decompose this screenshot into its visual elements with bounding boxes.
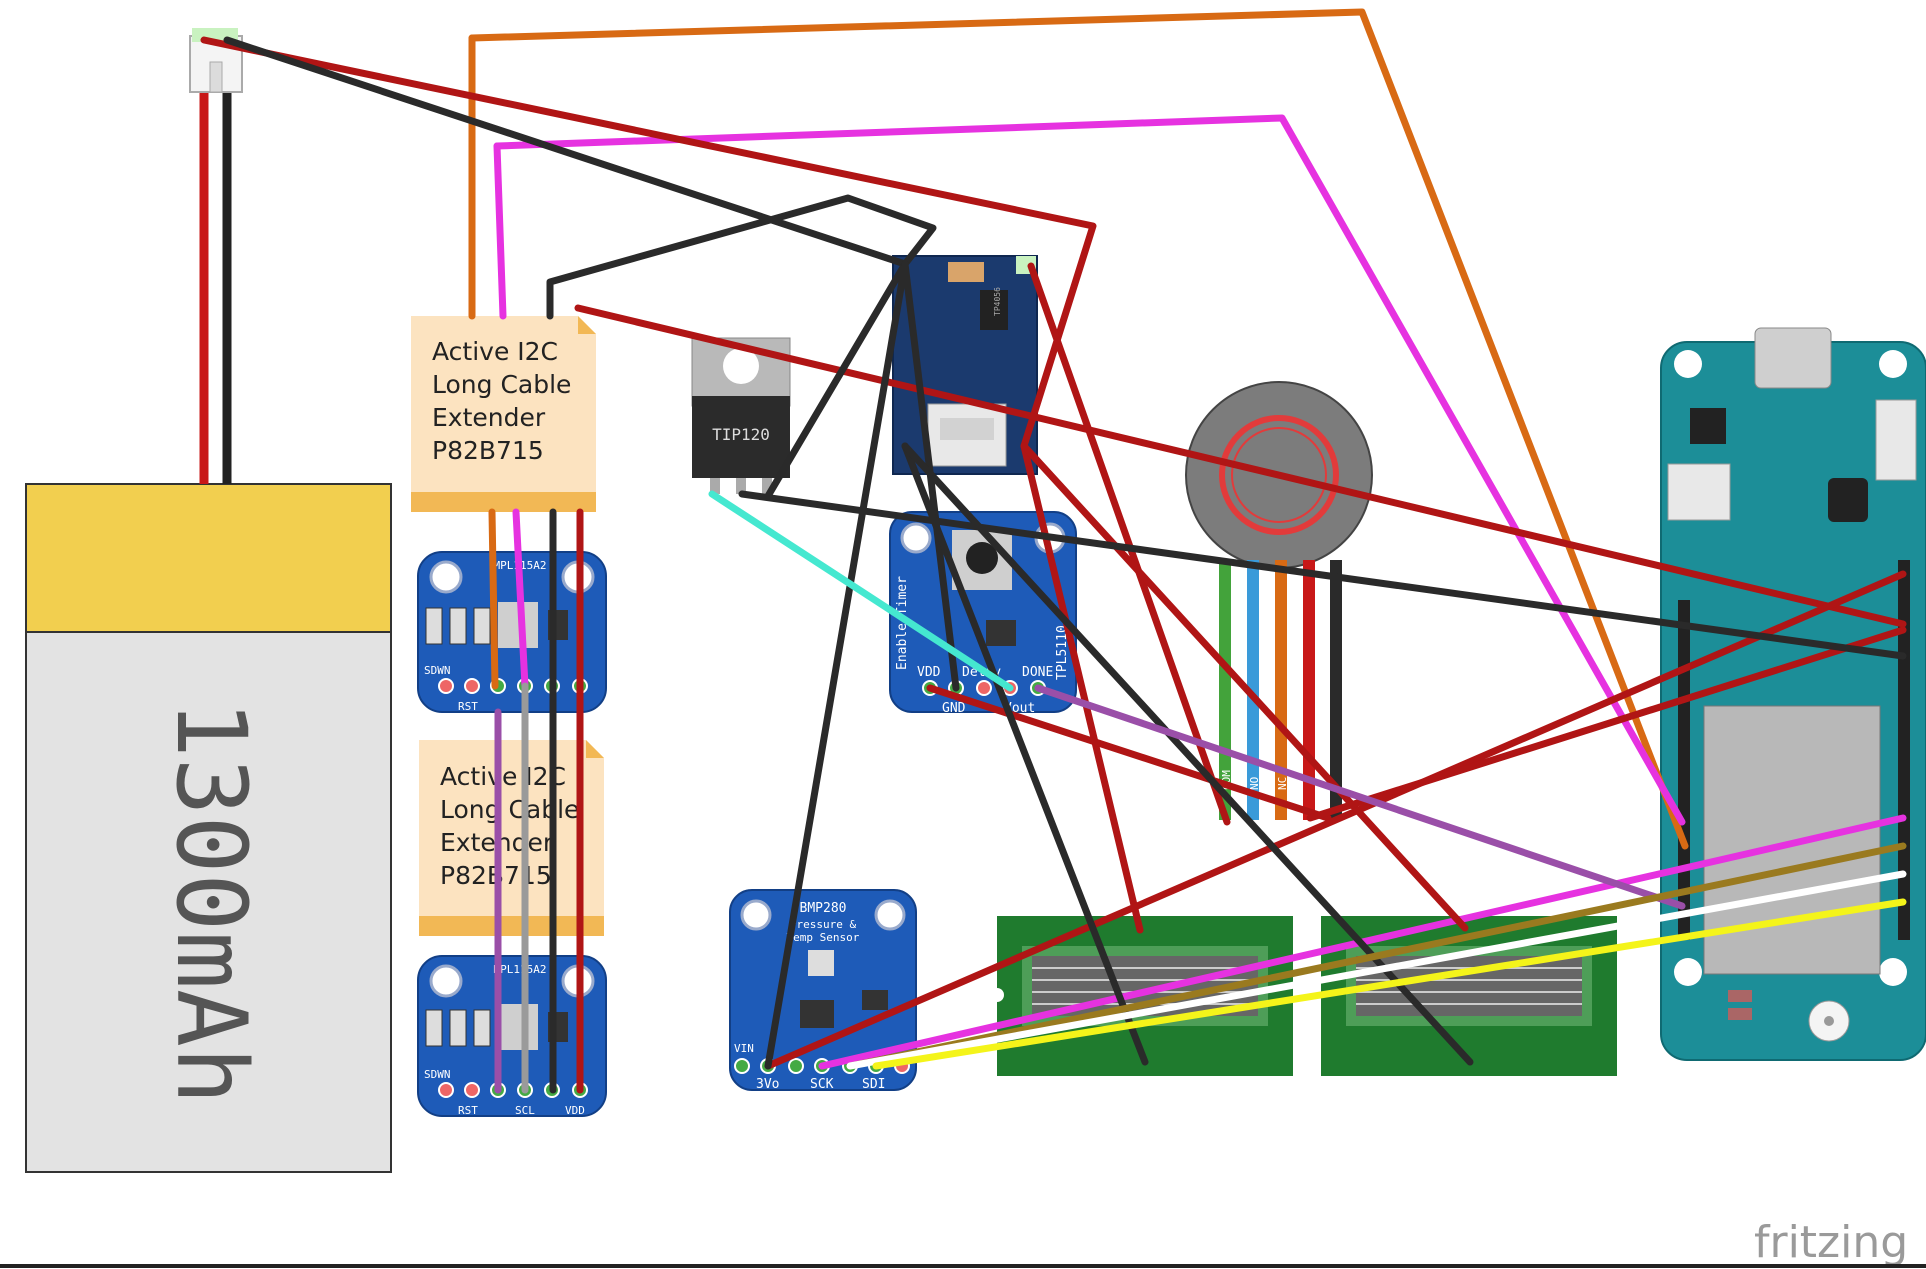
note1-line2: Long Cable [432,370,571,399]
bmp-subtitle-1: Pressure & [790,918,857,931]
mpl2-vdd-label: VDD [565,1104,585,1117]
mpl115a2-board-2[interactable]: MPL115A2 SDWN RST SCL VDD [417,955,607,1117]
jst-connector [189,28,243,93]
wires [200,8,1907,1094]
wire-orange[interactable] [468,8,1689,850]
tip120-transistor[interactable]: TIP120 [691,337,791,494]
timer-side-label: Enable Timer [895,576,910,670]
fritzing-watermark: fritzing [1754,1217,1908,1268]
bmp-3vo-label: 3Vo [756,1077,779,1092]
tip120-label: TIP120 [712,425,770,444]
bmp280-sensor[interactable]: BMP280 Pressure & Temp Sensor VIN 3Vo SC… [729,889,917,1092]
mpl2-scl-label: SCL [515,1104,535,1117]
mpl2-title: MPL115A2 [494,963,547,976]
bmp-sdi-label: SDI [862,1077,885,1092]
illuminated-push-button[interactable]: COM NO NC [1185,381,1373,820]
tp4056-chip-label: TP4056 [993,287,1002,316]
mpl2-sdwn-label: SDWN [424,1068,451,1081]
mpl2-rst-label: RST [458,1104,478,1117]
bmp-sck-label: SCK [810,1077,834,1092]
bmp-title: BMP280 [800,901,847,916]
timer-title: TPL5110 [1055,625,1070,680]
note-i2c-extender-1[interactable]: Active I2C Long Cable Extender P82B715 [411,316,596,512]
button-no-label: NO [1248,777,1261,790]
lipo-battery[interactable]: 1300mAh [25,28,392,1173]
mpl1-rst-label: RST [458,700,478,713]
battery-capacity-label: 1300mAh [155,700,267,1105]
bmp-subtitle-2: Temp Sensor [787,931,860,944]
wire-magenta[interactable] [493,114,1686,826]
timer-gnd-label: GND [942,701,966,716]
mpl1-sdwn-label: SDWN [424,664,451,677]
note1-line1: Active I2C [432,337,558,366]
note2-line1: Active I2C [440,762,566,791]
wire-black-battery[interactable] [223,36,937,320]
timer-done-label: DONE [1022,665,1053,680]
note2-line2: Long Cable [440,795,579,824]
button-nc-label: NC [1276,777,1289,790]
wire-red-2[interactable] [574,304,1907,628]
note-i2c-extender-2[interactable]: Active I2C Long Cable Extender P82B715 [419,740,604,936]
note1-line3: Extender [432,403,546,432]
tpl5110-timer[interactable]: Enable Timer TPL5110 VDD Delay DONE GND … [889,511,1077,716]
timer-vdd-label: VDD [917,665,941,680]
bmp-vin-label: VIN [734,1042,754,1055]
note1-line4: P82B715 [432,436,544,465]
mpl115a2-board-1[interactable]: MPL115A2 SDWN RST [417,551,607,713]
